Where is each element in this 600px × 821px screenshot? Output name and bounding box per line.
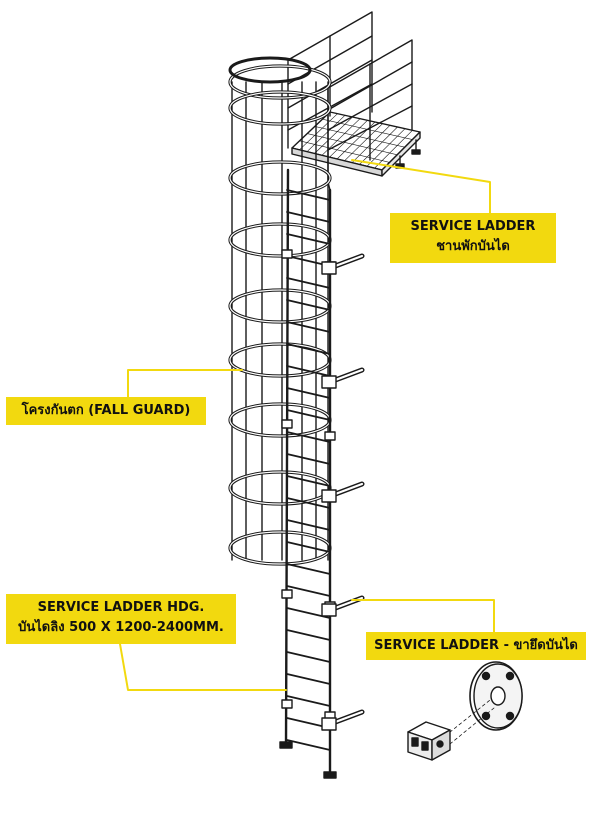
callout-bracket-line1: SERVICE LADDER - ขายึดบันได (374, 638, 578, 653)
grating-line (314, 116, 353, 154)
bracket-clamp (321, 261, 337, 275)
ladder-rung (286, 277, 331, 289)
ladder-rung (286, 629, 331, 641)
ladder-rung (286, 651, 331, 663)
ladder-rung (286, 321, 331, 333)
grating-line (314, 126, 406, 148)
splice-plate (324, 431, 336, 441)
ladder-rung (286, 387, 331, 399)
bracket-clamp (321, 717, 337, 731)
callout-service-ladder-hdg: SERVICE LADDER HDG. บันไดลิง 500 X 1200-… (6, 594, 236, 644)
ladder-rung (286, 211, 331, 223)
callout-fall-guard-line1: โครงกันตก (FALL GUARD) (21, 403, 191, 418)
ladder-rung (286, 563, 331, 575)
grating-line (306, 115, 346, 152)
ladder-rung (286, 739, 331, 751)
callout-fall-guard: โครงกันตก (FALL GUARD) (6, 397, 206, 425)
splice-plate (281, 419, 293, 429)
ladder-rung (286, 233, 331, 245)
bracket-detail (407, 661, 523, 761)
callout-platform-line2: ชานพักบันได (436, 239, 510, 254)
ladder-foot (279, 741, 293, 749)
cage-hoop-highlight (229, 161, 331, 195)
cage-hoop-highlight (229, 403, 331, 437)
cage-hoop-highlight (229, 343, 331, 377)
grating-line (359, 126, 398, 165)
callout-hdg-line1: SERVICE LADDER HDG. (37, 600, 205, 615)
callout-leaders (119, 159, 495, 691)
ladder-rung (286, 409, 331, 421)
callout-service-platform: SERVICE LADDER ชานพักบันได (390, 213, 556, 263)
callout-platform-line1: SERVICE LADDER (410, 219, 536, 234)
splice-plate (281, 699, 293, 709)
cage-hoop-highlight (229, 471, 331, 505)
ladder-rung (286, 453, 331, 465)
grating-line (344, 123, 383, 162)
ladder-rung (286, 585, 331, 597)
ladder-rung (286, 541, 331, 553)
ladder-rung (286, 497, 331, 509)
ladder-rung (286, 673, 331, 685)
callout-ladder-bracket: SERVICE LADDER - ขายึดบันได (366, 632, 586, 660)
bracket-clamp (321, 489, 337, 503)
splice-plate (281, 589, 293, 599)
grating-line (374, 130, 413, 169)
bracket-clamp (321, 375, 337, 389)
ladder-rung (286, 343, 331, 355)
splice-plate (281, 249, 293, 259)
grating-line (299, 113, 338, 151)
ladder-rung (286, 475, 331, 487)
ladder-rung (286, 365, 331, 377)
cage-top-hoop (228, 56, 312, 84)
ladder-rail-left (284, 168, 290, 747)
cage-hoop-highlight (229, 91, 331, 125)
grating-line (366, 128, 406, 167)
grating-line (299, 140, 390, 163)
ladder-rails (279, 168, 337, 779)
wall-brackets (321, 253, 365, 731)
ladder-rung (286, 695, 331, 707)
grating-line (306, 133, 398, 156)
bracket-clamp (321, 603, 337, 617)
ladder-rung (286, 431, 331, 443)
ladder-rung (286, 299, 331, 311)
ladder-rung (286, 189, 331, 201)
ladder-rung (286, 519, 331, 531)
callout-hdg-line2: บันไดลิง 500 X 1200-2400MM. (18, 620, 224, 635)
grating-line (351, 125, 391, 163)
cage-hoop-highlight (229, 65, 331, 99)
ladder-foot (323, 771, 337, 779)
service-platform (287, 11, 421, 191)
